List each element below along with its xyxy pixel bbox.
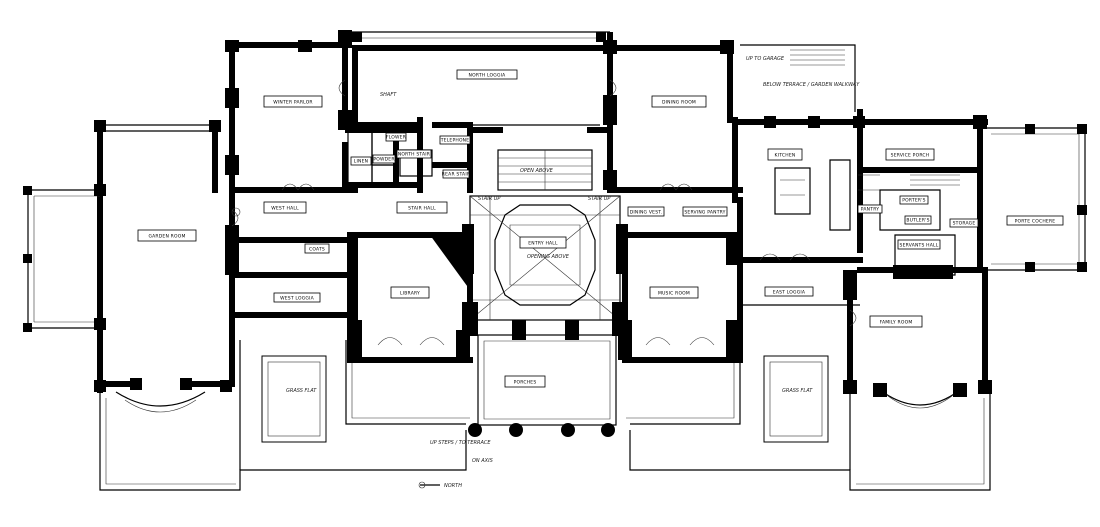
pantry-label: PANTRY: [861, 207, 879, 213]
rear-stair-label: REAR STAIR: [442, 172, 470, 178]
family-room-label: FAMILY ROOM: [880, 320, 913, 326]
entry-columns: [468, 423, 615, 437]
porters-label: PORTER'S: [902, 198, 925, 204]
butlers-label: BUTLER'S: [906, 218, 929, 224]
door-swings: [231, 79, 857, 327]
north-stair: [467, 127, 613, 191]
porches-block: [468, 320, 617, 437]
north-stair-label: NORTH STAIR: [398, 152, 430, 158]
storage-label: STORAGE: [953, 221, 976, 227]
winter-parlor-label: WINTER PARLOR: [273, 100, 313, 106]
family-room-block: [843, 267, 992, 409]
porches-label: PORCHES: [514, 380, 537, 386]
serving-pantry-label: SERVING PANTRY: [684, 210, 725, 216]
kitchen-label: KITCHEN: [775, 153, 796, 159]
room-labels: NORTH LOGGIA WINTER PARLOR DINING ROOM G…: [137, 69, 1064, 388]
grass-flat-east-label: GRASS FLAT: [782, 388, 813, 394]
west-loggia-label: WEST LOGGIA: [280, 296, 315, 302]
north-arrow-label: NORTH: [444, 483, 462, 489]
garden-room-label: GARDEN ROOM: [148, 234, 185, 240]
opening-above-label: OPENING ABOVE: [527, 254, 570, 260]
up-to-garage-label: UP TO GARAGE: [746, 56, 785, 62]
east-loggia-label: EAST LOGGIA: [773, 290, 806, 296]
dining-room-block: [603, 40, 856, 203]
stair-up-label-2: STAIR UP: [588, 196, 610, 202]
library-block: [348, 227, 473, 363]
music-room-label: MUSIC ROOM: [658, 291, 690, 297]
entry-hall-block: [347, 195, 743, 336]
service-porch-label: SERVICE PORCH: [891, 153, 930, 159]
north-loggia-label: NORTH LOGGIA: [469, 73, 507, 79]
porte-cochere-label: PORTE COCHERE: [1015, 219, 1056, 225]
grass-flat-west-label: GRASS FLAT: [286, 388, 317, 394]
linen-label: LINEN: [354, 159, 368, 165]
coats-label: COATS: [309, 247, 325, 253]
below-terrace-label: BELOW TERRACE / GARDEN WALKWAY: [763, 82, 860, 88]
west-hall-label: WEST HALL: [271, 206, 299, 212]
dining-vest-label: DINING VEST.: [630, 210, 663, 216]
west-wing-walls: [225, 30, 423, 363]
dining-room-label: DINING ROOM: [662, 100, 696, 106]
grass-flat-west: GRASS FLAT: [261, 355, 327, 443]
powder-label: POWDER: [373, 157, 394, 163]
servants-hall-label: SERVANTS HALL: [900, 243, 939, 249]
garden-room-block: [23, 120, 235, 413]
on-axis-label: ON AXIS: [472, 458, 494, 464]
north-arrow: NORTH: [418, 481, 462, 489]
library-label: LIBRARY: [400, 291, 420, 297]
up-steps-label: UP STEPS / TO TERRACE: [430, 440, 491, 446]
stair-hall-label: STAIR HALL: [408, 206, 436, 212]
stair-up-label-1: STAIR UP: [478, 196, 500, 202]
telephone-label: TELEPHONE: [440, 138, 470, 144]
shaft-label: SHAFT: [380, 92, 397, 98]
annotations: STAIR UP STAIR UP OPENING ABOVE OPEN ABO…: [380, 56, 860, 464]
flower-label: FLOWER: [386, 135, 406, 141]
porte-cochere-block: [985, 124, 1087, 272]
open-above-label: OPEN ABOVE: [520, 168, 554, 174]
entry-hall-label: ENTRY HALL: [528, 241, 558, 247]
grass-flat-east: GRASS FLAT: [763, 355, 829, 443]
